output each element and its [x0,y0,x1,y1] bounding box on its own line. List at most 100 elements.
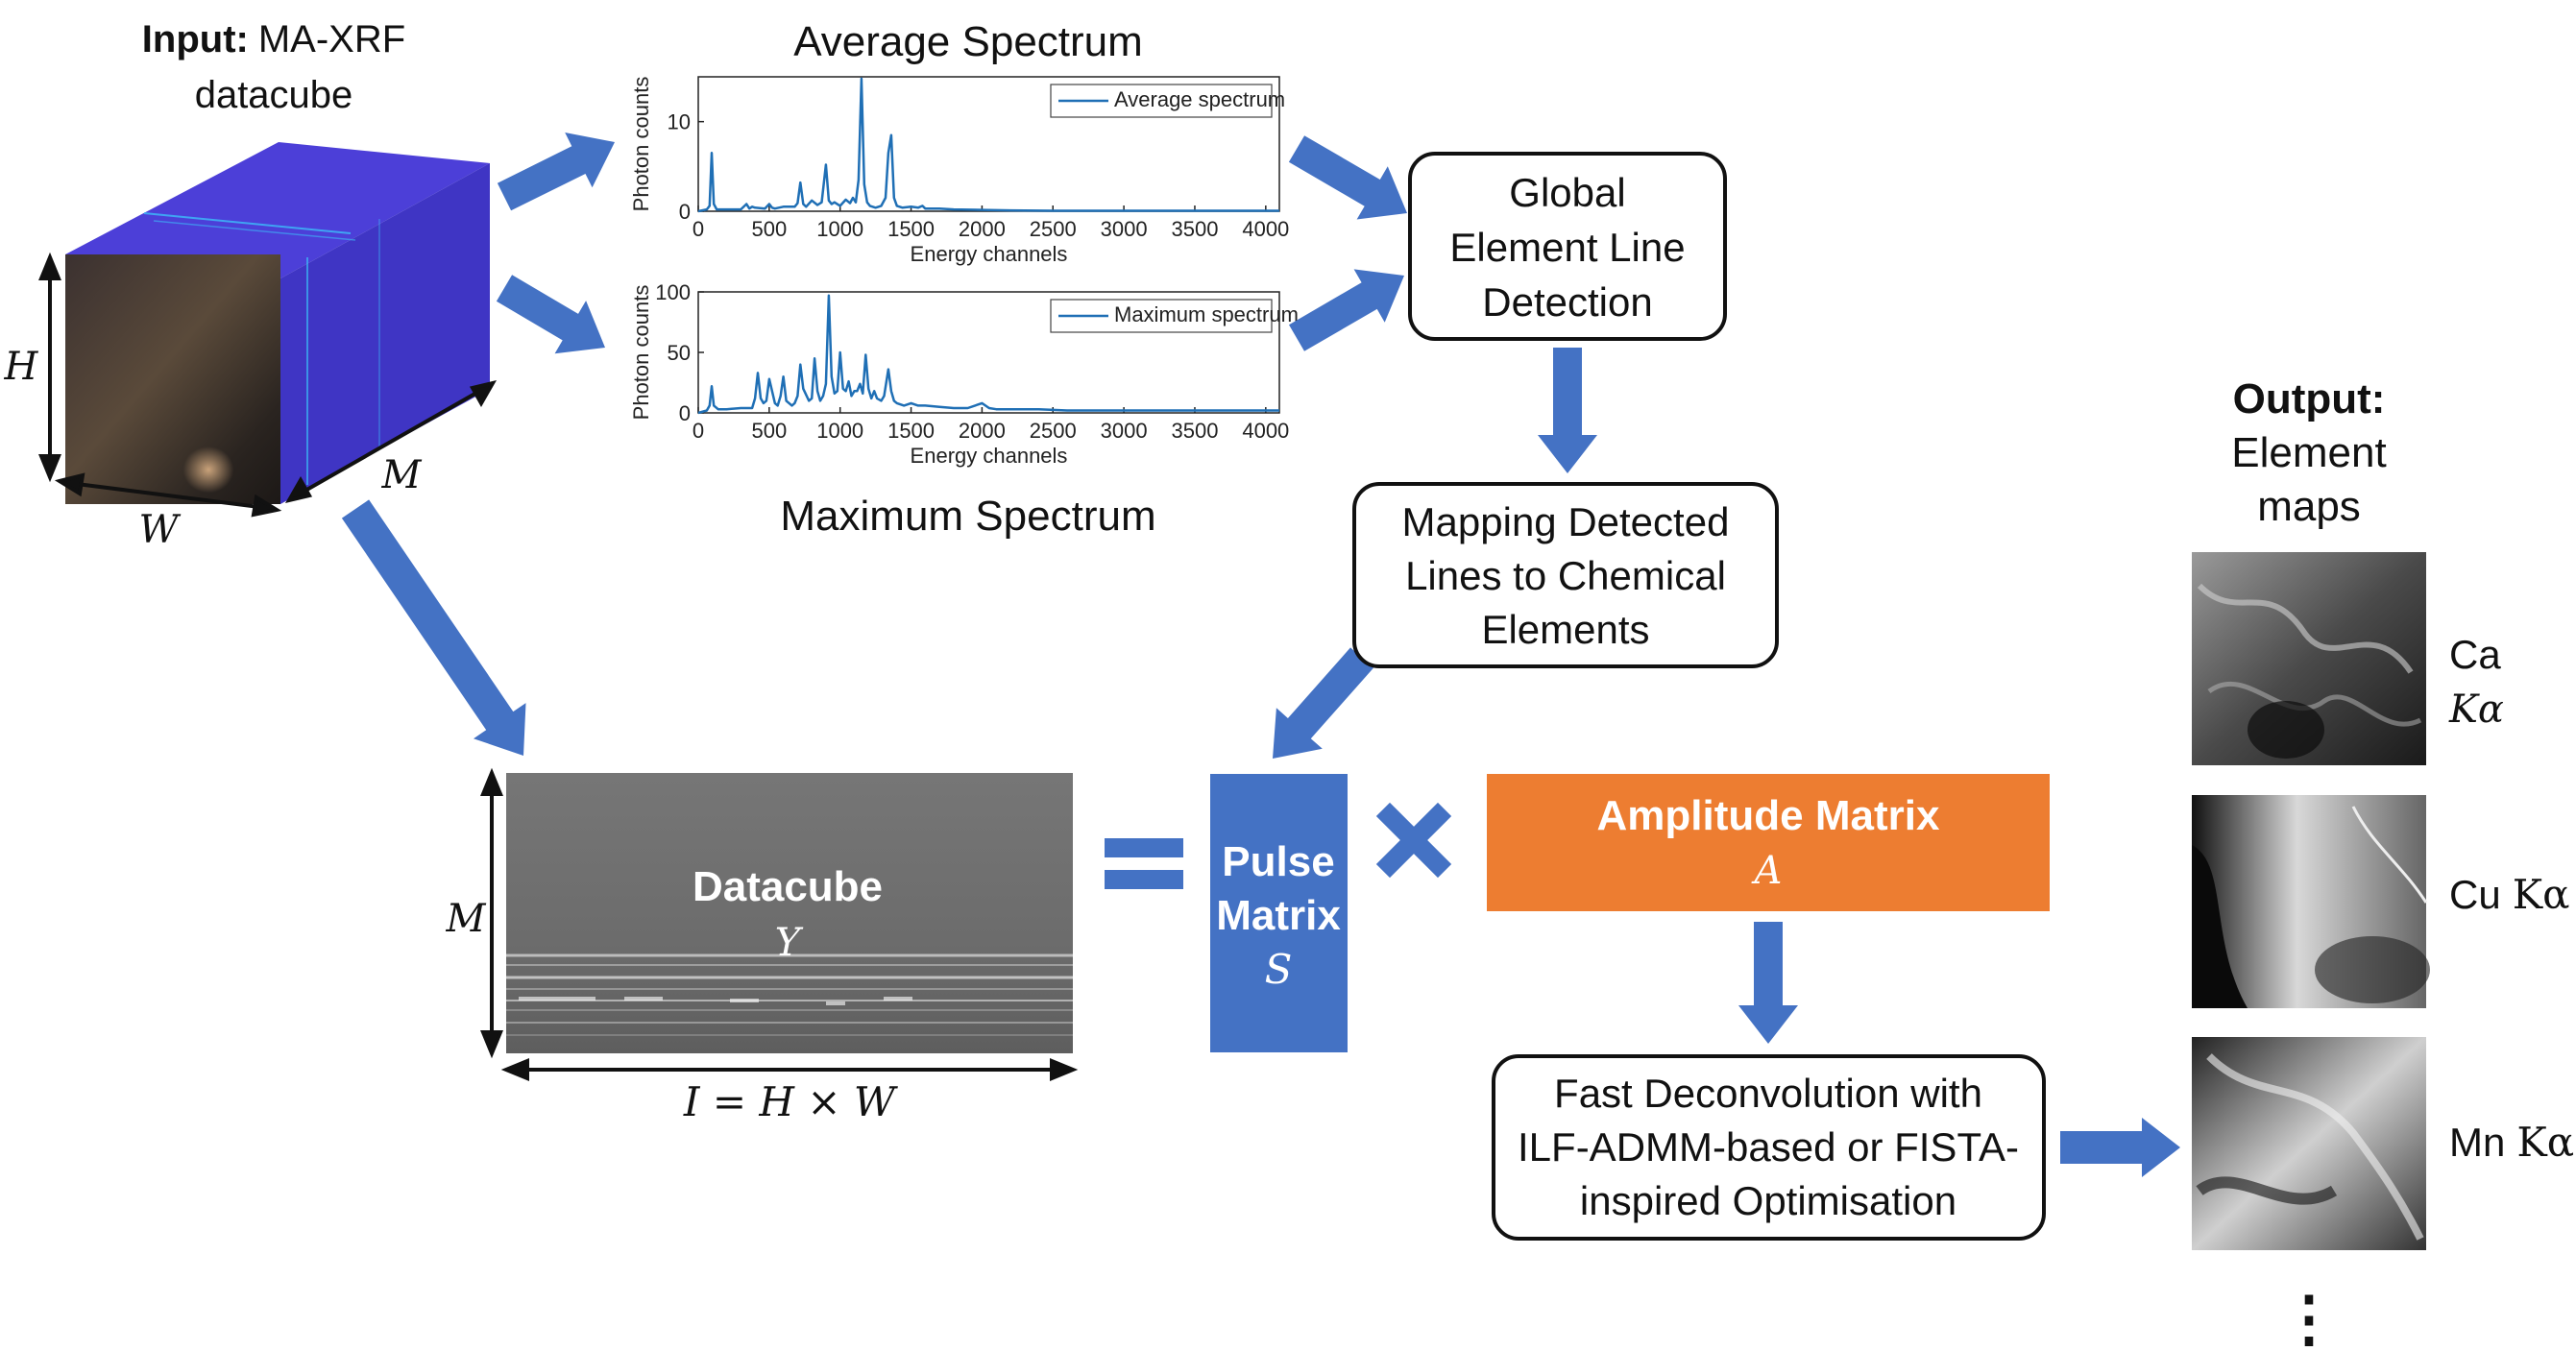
x-axis-label: Energy channels [911,444,1068,468]
arrow-amplitude-to-fast [1738,922,1798,1044]
x-tick-label: 2500 [1030,419,1077,443]
x-tick-label: 1000 [816,217,863,241]
arrow-maximum-to-global [1289,269,1404,351]
pulse-matrix: Pulse Matrix S [1210,774,1348,1052]
x-tick-label: 0 [693,419,704,443]
x-tick-label: 1500 [887,419,935,443]
legend-label: Average spectrum [1114,87,1285,111]
cube-w-arrow [54,472,282,518]
input-cube [65,142,490,504]
y-tick-label: 100 [655,280,691,304]
y-axis-label: Photon counts [629,77,653,212]
legend-label: Maximum spectrum [1114,302,1299,326]
x-tick-label: 2500 [1030,217,1077,241]
datacube-title: Datacube [693,863,883,910]
x-tick-label: 500 [751,419,787,443]
y-tick-label: 10 [668,110,691,134]
cube-front-figure [139,394,255,499]
output-title-bold: Output: [2233,375,2386,422]
cube-top-face [65,142,490,278]
spectrum-line [697,294,1279,415]
x-tick-label: 2000 [959,419,1006,443]
mapping-box-line1: Mapping Detected [1402,499,1730,544]
x-tick-label: 3500 [1171,217,1218,241]
amplitude-matrix-symbol: A [1751,849,1783,893]
input-title: Input:MA-XRF [142,18,405,60]
x-tick-label: 3000 [1101,419,1148,443]
mapping-box-line2: Lines to Chemical [1405,553,1726,598]
equals-sign [1105,838,1183,889]
arrow-cube-to-average [497,133,615,211]
input-title-rest: MA-XRF [258,18,405,60]
input-title-bold: Input: [142,18,249,60]
pulse-matrix-line1: Pulse [1222,838,1334,885]
datacube-m-arrow [480,767,503,1059]
average-spectrum-chart: 0 500 1000 1500 2000 2500 3000 3500 4000 0 10Energ… [629,76,1289,266]
datacube-i-arrow [500,1058,1079,1081]
cube-m-arrow [284,379,498,504]
datacube-matrix: Datacube Y [506,773,1073,1053]
fast-box-line3: inspired Optimisation [1580,1178,1956,1223]
cube-side-face [280,163,490,504]
y-tick-label: 50 [668,341,691,365]
cube-w-label: W [138,508,181,552]
global-element-line-detection-box: Global Element Line Detection [1408,152,1727,341]
x-tick-label: 3000 [1101,217,1148,241]
output-title-line2: Element [2231,429,2386,476]
spectrum-line [697,77,1279,213]
map-label-mn-line: Kα [2516,1119,2574,1166]
amplitude-matrix-title: Amplitude Matrix [1597,792,1940,839]
datacube-i-label: I = H × W [683,1078,899,1125]
x-axis-label: Energy channels [911,242,1068,266]
element-map-mn [2192,1037,2426,1250]
x-tick-label: 4000 [1242,217,1289,241]
pulse-matrix-line2: Matrix [1216,892,1341,939]
global-box-line1: Global [1509,170,1625,215]
more-maps-ellipsis: ⋮ [2278,1284,2340,1351]
map-label-mn-element: Mn [2449,1120,2505,1165]
x-tick-label: 1000 [816,419,863,443]
x-tick-label: 500 [751,217,787,241]
arrow-global-to-mapping [1538,348,1597,473]
arrow-average-to-global [1288,135,1407,220]
arrow-cube-to-maximum [496,275,605,354]
y-tick-label: 0 [679,200,691,224]
mapping-detected-lines-box: Mapping Detected Lines to Chemical Eleme… [1352,482,1779,668]
map-label-cu-line: Kα [2513,871,2570,918]
fast-box-line1: Fast Deconvolution with [1554,1071,1982,1116]
datacube-m-label: M [446,897,487,941]
amplitude-matrix: Amplitude Matrix A [1487,774,2050,911]
flow-arrows [341,133,2180,1177]
input-title-line2: datacube [195,74,353,116]
global-box-line2: Element Line [1449,225,1685,270]
element-map-cu [2192,795,2430,1008]
map-label-cu: Cu Kα [2449,871,2569,918]
cube-m-label: M [381,453,423,497]
mapping-box-line3: Elements [1481,607,1649,652]
multiply-sign [1375,802,1452,879]
arrow-mapping-to-pulse [1273,647,1373,759]
arrow-cube-to-datacube [341,499,526,756]
x-tick-label: 1500 [887,217,935,241]
y-axis-label: Photon counts [629,285,653,421]
x-tick-label: 4000 [1242,419,1289,443]
map-label-cu-element: Cu [2449,872,2501,917]
cube-h-arrow [38,252,61,483]
arrow-fast-to-maps [2060,1118,2180,1177]
pulse-matrix-symbol: S [1265,946,1293,993]
average-spectrum-title: Average Spectrum [793,18,1143,65]
x-tick-label: 0 [693,217,704,241]
y-tick-label: 0 [679,401,691,425]
datacube-symbol: Y [775,921,804,965]
global-box-line3: Detection [1482,279,1652,325]
maximum-spectrum-title: Maximum Spectrum [780,493,1155,540]
element-map-ca [2192,552,2426,765]
map-label-ca-element: Ca [2449,632,2501,677]
x-tick-label: 3500 [1171,419,1218,443]
maximum-spectrum-chart: 0 500 1000 1500 2000 2500 3000 3500 4000 0 50 100En… [629,280,1299,468]
output-title-line3: maps [2257,483,2361,530]
x-tick-label: 2000 [959,217,1006,241]
cube-h-label: H [4,345,39,389]
fast-deconvolution-box: Fast Deconvolution with ILF-ADMM-based o… [1492,1054,2046,1241]
